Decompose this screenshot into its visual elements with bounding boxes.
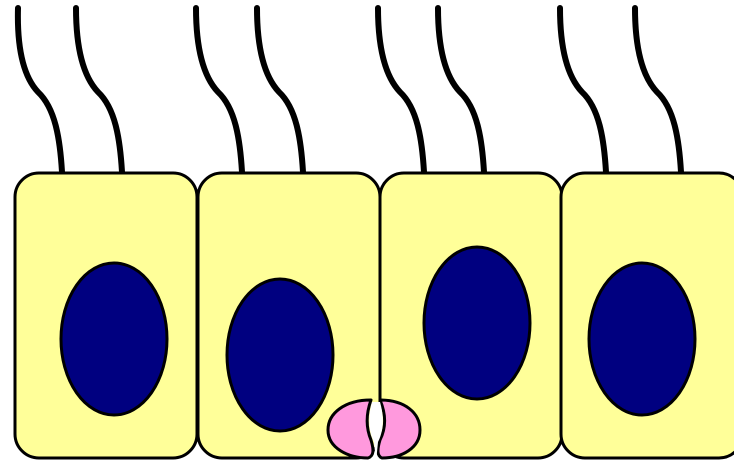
cell-2-nucleus [227,279,333,431]
cell-1-nucleus [61,263,167,415]
junction-1 [328,400,420,462]
cell-3-nucleus [424,247,530,399]
cell-4-nucleus [589,263,695,415]
